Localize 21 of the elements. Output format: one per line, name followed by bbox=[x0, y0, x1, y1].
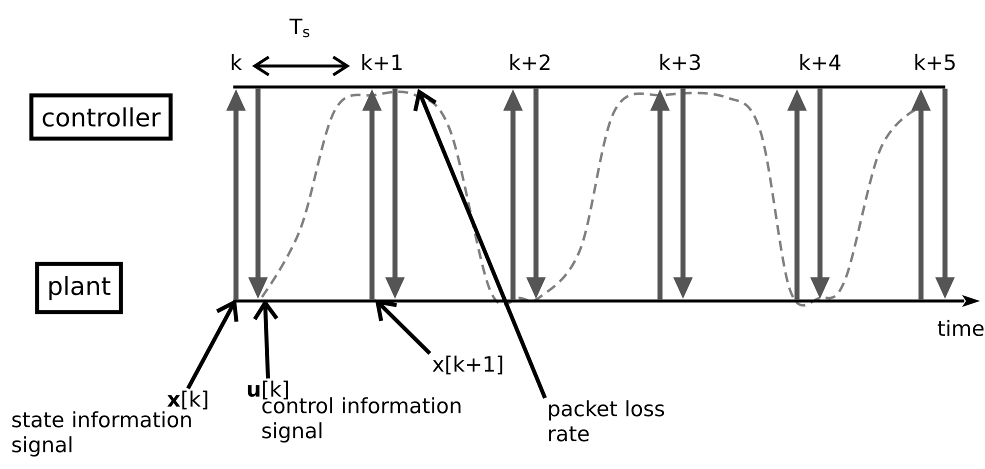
axis-label: time bbox=[938, 320, 984, 336]
leader-line bbox=[253, 299, 278, 379]
process-box: plant bbox=[35, 262, 123, 314]
annotation-text: state information signal bbox=[12, 411, 191, 457]
tick-label: k+3 bbox=[660, 54, 700, 70]
tick-label: k+5 bbox=[915, 54, 955, 70]
process-box: controller bbox=[29, 93, 173, 141]
time-axis bbox=[233, 295, 980, 307]
annotation-text: control information signal bbox=[262, 397, 460, 443]
signal-label: x[k+1] bbox=[432, 356, 502, 374]
tick-label: k+2 bbox=[510, 54, 550, 70]
signal-label: x[k] bbox=[167, 390, 208, 410]
dim-label: T$_{s}$ bbox=[289, 18, 310, 38]
callout-text: packet loss rate bbox=[549, 400, 664, 442]
leader-line bbox=[186, 299, 238, 390]
controller-timeline bbox=[233, 86, 946, 88]
signal-label: u[k] bbox=[248, 380, 288, 400]
tick-label: k+1 bbox=[362, 54, 402, 70]
leader-line bbox=[413, 88, 547, 399]
leader-line bbox=[375, 299, 432, 355]
tick-label: k+4 bbox=[800, 54, 840, 70]
